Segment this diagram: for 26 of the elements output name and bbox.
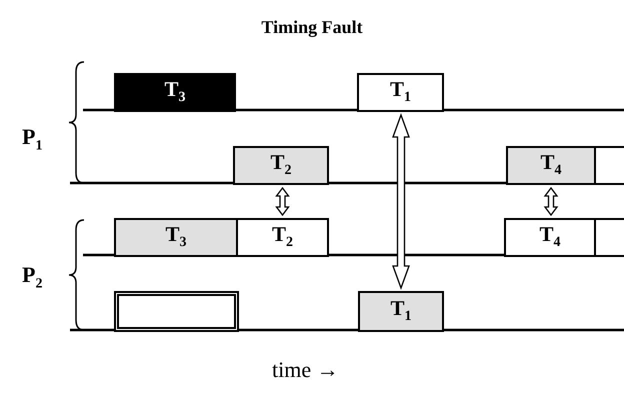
- task-block: [114, 73, 236, 112]
- task-label: T$_{1}$: [390, 79, 411, 106]
- task-block: [357, 73, 444, 112]
- task-block: [114, 218, 238, 257]
- task-block: [506, 146, 596, 185]
- process-label: P$_{2}$: [22, 262, 42, 292]
- task-block: [504, 218, 596, 257]
- task-block: [358, 291, 444, 332]
- empty-task-block: [594, 218, 624, 257]
- double-arrow: [275, 186, 290, 216]
- task-label: T$_{3}$: [164, 79, 186, 106]
- task-label: T$_{4}$: [539, 224, 560, 251]
- task-label: T$_{4}$: [540, 152, 562, 179]
- task-label: T$_{3}$: [165, 224, 186, 251]
- empty-task-block: [114, 291, 239, 332]
- process-label: P$_{1}$: [22, 124, 42, 154]
- empty-task-block: [594, 146, 624, 185]
- axis-label: time →: [272, 357, 339, 383]
- task-label: T$_{1}$: [390, 298, 412, 325]
- task-block: [236, 218, 329, 257]
- task-label: T$_{2}$: [272, 224, 293, 251]
- diagram-title: Timing Fault: [261, 17, 363, 37]
- task-block: [233, 146, 329, 185]
- double-arrow: [392, 113, 410, 290]
- task-label: T$_{2}$: [270, 152, 292, 179]
- double-arrow: [544, 186, 558, 216]
